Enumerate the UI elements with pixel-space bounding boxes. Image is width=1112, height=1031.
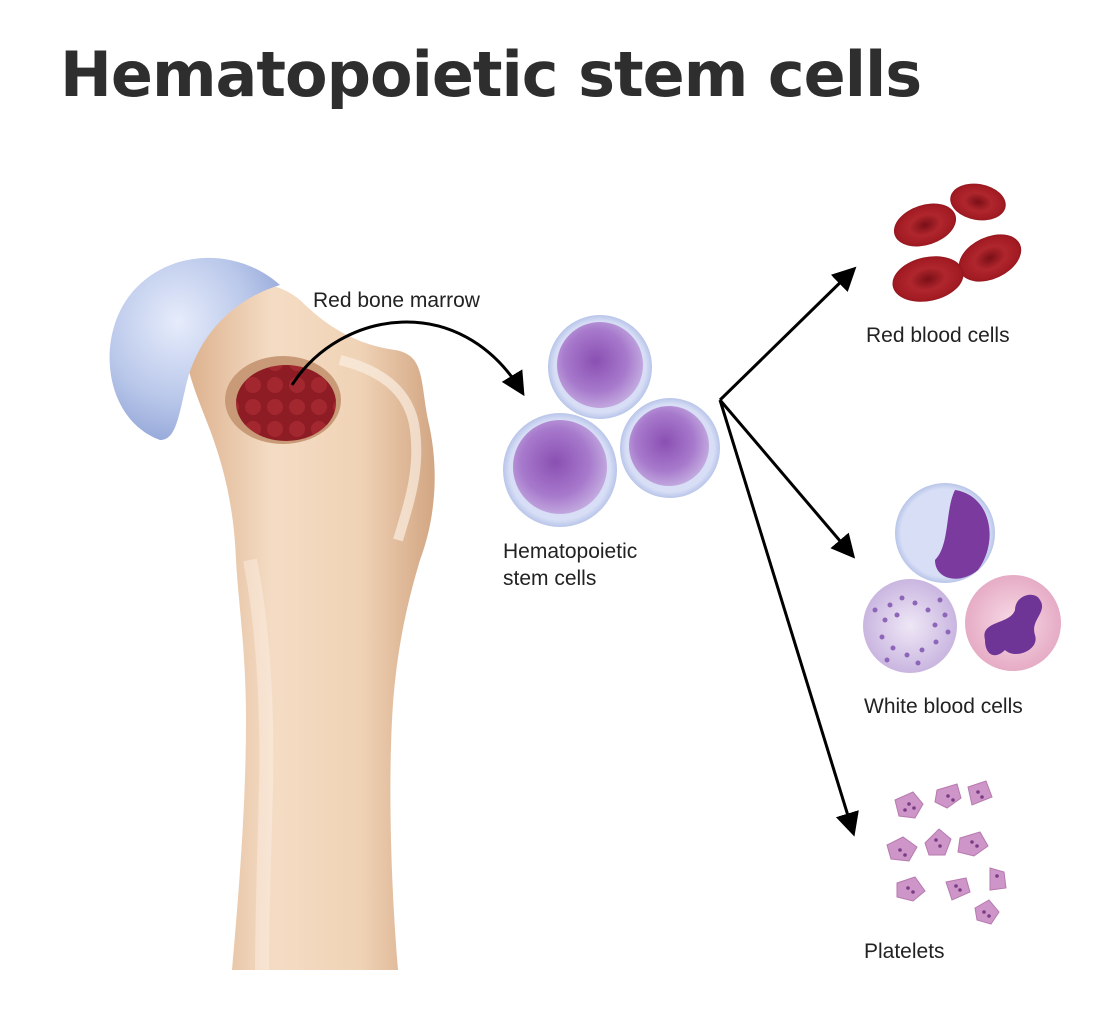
label-stem-cells-line1: Hematopoietic — [503, 540, 638, 563]
lymphocyte — [895, 483, 995, 583]
red-blood-cell — [893, 203, 957, 247]
label-white-blood-cells: White blood cells — [864, 695, 1023, 718]
neutrophil — [965, 575, 1061, 671]
platelet-granules — [898, 790, 999, 918]
platelet — [974, 899, 1000, 925]
red-blood-cell — [892, 256, 964, 302]
stem-cell — [620, 398, 720, 498]
platelet — [886, 836, 918, 862]
arrow-to-rbc — [718, 266, 857, 402]
label-stem-cells-line2: stem cells — [503, 567, 597, 590]
platelets — [886, 780, 1007, 925]
granulocyte — [863, 579, 957, 673]
white-blood-cells — [863, 483, 1061, 673]
arrow-to-wbc — [718, 399, 856, 559]
label-red-blood-cells: Red blood cells — [866, 324, 1010, 347]
bone-marrow — [225, 356, 341, 444]
stem-cell — [503, 413, 617, 527]
platelet — [896, 876, 926, 902]
red-blood-cell — [950, 183, 1006, 221]
platelet — [967, 780, 993, 806]
arrow-to-platelets — [718, 399, 859, 837]
platelet — [989, 867, 1007, 891]
red-blood-cells — [892, 183, 1022, 302]
stem-cell — [548, 315, 652, 419]
stem-cells — [503, 315, 720, 527]
femur-bone — [184, 283, 435, 971]
marrow-to-stem-arrow — [290, 320, 525, 397]
platelet — [924, 828, 952, 856]
platelet — [945, 877, 971, 901]
femur-head — [109, 257, 280, 440]
page-title: Hematopoietic stem cells — [60, 38, 922, 111]
red-blood-cell — [958, 234, 1022, 282]
label-stem-cells: Hematopoietic stem cells — [503, 538, 637, 592]
label-platelets: Platelets — [864, 940, 945, 963]
platelet — [957, 831, 989, 857]
differentiation-arrows — [718, 266, 859, 837]
label-red-bone-marrow: Red bone marrow — [313, 289, 480, 312]
